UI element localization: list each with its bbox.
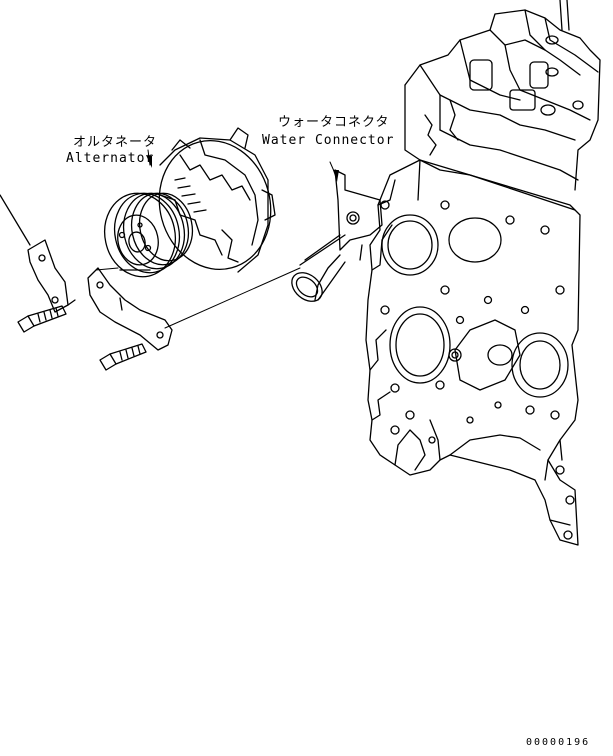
engine-front-cover <box>366 0 600 545</box>
water-connector-label-jp: ウォータコネクタ <box>278 115 390 130</box>
alternator <box>97 128 285 283</box>
upper-bolt <box>18 306 66 332</box>
water-connector <box>286 170 382 307</box>
water-connector-label-en: Water Connector <box>262 133 395 148</box>
lower-bracket <box>88 268 172 350</box>
leader-arrowheads <box>146 155 339 182</box>
reference-number: 00000196 <box>526 737 591 748</box>
alternator-label-jp: オルタネータ <box>73 135 158 150</box>
upper-bracket <box>0 195 75 312</box>
alternator-label-en: Alternator <box>66 151 155 166</box>
lower-bolt <box>100 344 146 370</box>
